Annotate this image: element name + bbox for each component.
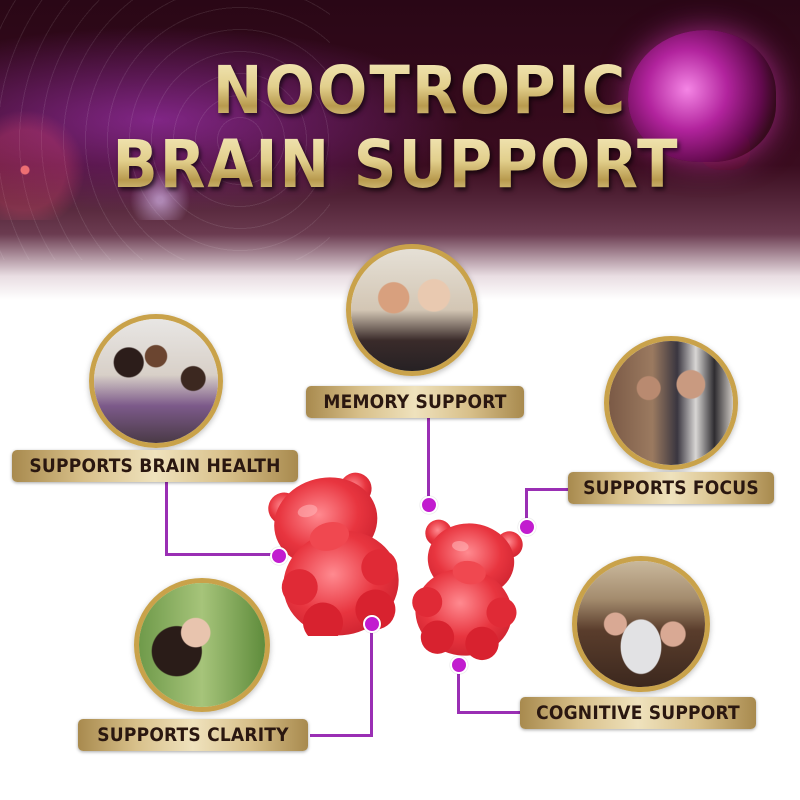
photo-brain-health: [89, 314, 223, 448]
connector-clarity-h: [310, 734, 373, 737]
label-supports-focus: SUPPORTS FOCUS: [568, 472, 774, 504]
connector-dot-cognitive: [450, 656, 468, 674]
photo-memory: [346, 244, 478, 376]
connector-cognitive-v: [457, 663, 460, 713]
connector-clarity-v: [370, 622, 373, 736]
connector-focus-v: [525, 488, 528, 526]
title-line-2: BRAIN SUPPORT: [0, 126, 796, 203]
connector-dot-focus: [518, 518, 536, 536]
connector-dot-clarity: [363, 615, 381, 633]
neural-nodes-graphic: [0, 60, 260, 220]
gummy-bear-right: [412, 519, 523, 661]
connector-dot-brain-health: [270, 547, 288, 565]
label-supports-brain-health: SUPPORTS BRAIN HEALTH: [12, 450, 298, 482]
connector-brain-health-v: [165, 482, 168, 555]
photo-focus: [604, 336, 738, 470]
photo-clarity: [134, 578, 270, 712]
connector-focus-h: [525, 488, 570, 491]
label-cognitive-support: COGNITIVE SUPPORT: [520, 697, 756, 729]
glowing-brain-icon: [628, 30, 776, 162]
label-supports-clarity: SUPPORTS CLARITY: [78, 719, 308, 751]
photo-cognitive: [572, 556, 710, 692]
connector-memory: [427, 418, 430, 500]
label-memory-support: MEMORY SUPPORT: [306, 386, 524, 418]
hero-banner: NOOTROPIC BRAIN SUPPORT: [0, 0, 800, 300]
connector-brain-health-h: [165, 553, 277, 556]
connector-cognitive-h: [457, 711, 523, 714]
title-line-1: NOOTROPIC: [20, 52, 800, 129]
connector-dot-memory: [420, 496, 438, 514]
